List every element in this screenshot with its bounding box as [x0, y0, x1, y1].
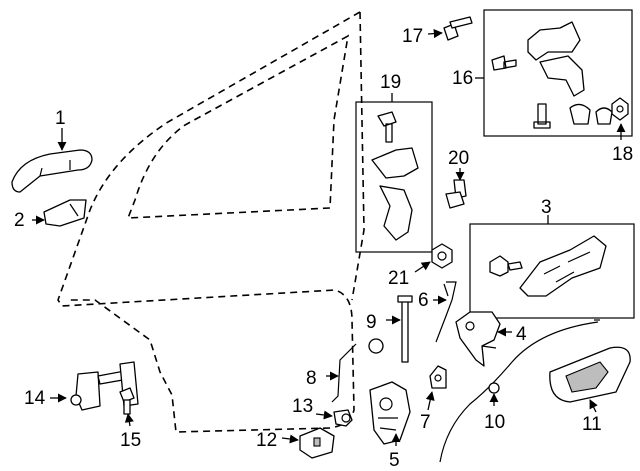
callout-3: 3 [541, 197, 552, 218]
bolt-20 [445, 179, 467, 209]
lower-hinge [371, 111, 419, 241]
bolt-17 [443, 16, 473, 41]
callout-20: 20 [448, 148, 469, 169]
bracket-12 [299, 427, 335, 459]
reinforcement-3-box [469, 223, 635, 319]
callout-7: 7 [420, 412, 431, 433]
rod-6 [435, 281, 457, 343]
cable-10 [439, 319, 600, 463]
door-latch-5 [369, 381, 411, 445]
callout-13: 13 [292, 396, 313, 417]
callout-21: 21 [388, 268, 409, 289]
callout-11: 11 [582, 414, 602, 435]
handle-cover [43, 199, 87, 227]
latch-bracket-4 [455, 311, 501, 367]
callout-8: 8 [306, 368, 317, 389]
door-outline [57, 11, 365, 433]
outside-handle [11, 149, 93, 193]
callout-18: 18 [612, 144, 633, 165]
callout-16: 16 [452, 68, 473, 89]
callout-17: 17 [402, 26, 423, 47]
callout-4: 4 [516, 324, 527, 345]
callout-14: 14 [24, 388, 46, 409]
clip-7 [429, 365, 447, 389]
callout-1: 1 [55, 108, 66, 129]
upper-hinge [491, 21, 613, 129]
nut-21 [431, 243, 453, 269]
callout-15: 15 [120, 430, 141, 451]
inside-handle-11 [549, 346, 631, 403]
callout-9: 9 [366, 312, 377, 333]
callout-12: 12 [256, 430, 277, 451]
hinge-19-box [355, 101, 433, 253]
rod-9 [397, 295, 413, 363]
callout-6: 6 [418, 290, 429, 311]
callout-19: 19 [380, 72, 401, 93]
callout-5: 5 [389, 450, 400, 471]
callout-2: 2 [14, 210, 25, 231]
callout-10: 10 [484, 412, 505, 433]
reinforcement [489, 235, 607, 297]
rod-8 [331, 338, 384, 403]
hinge-16-box [483, 9, 633, 137]
bumper-13 [333, 409, 353, 427]
nut-18 [611, 97, 629, 121]
